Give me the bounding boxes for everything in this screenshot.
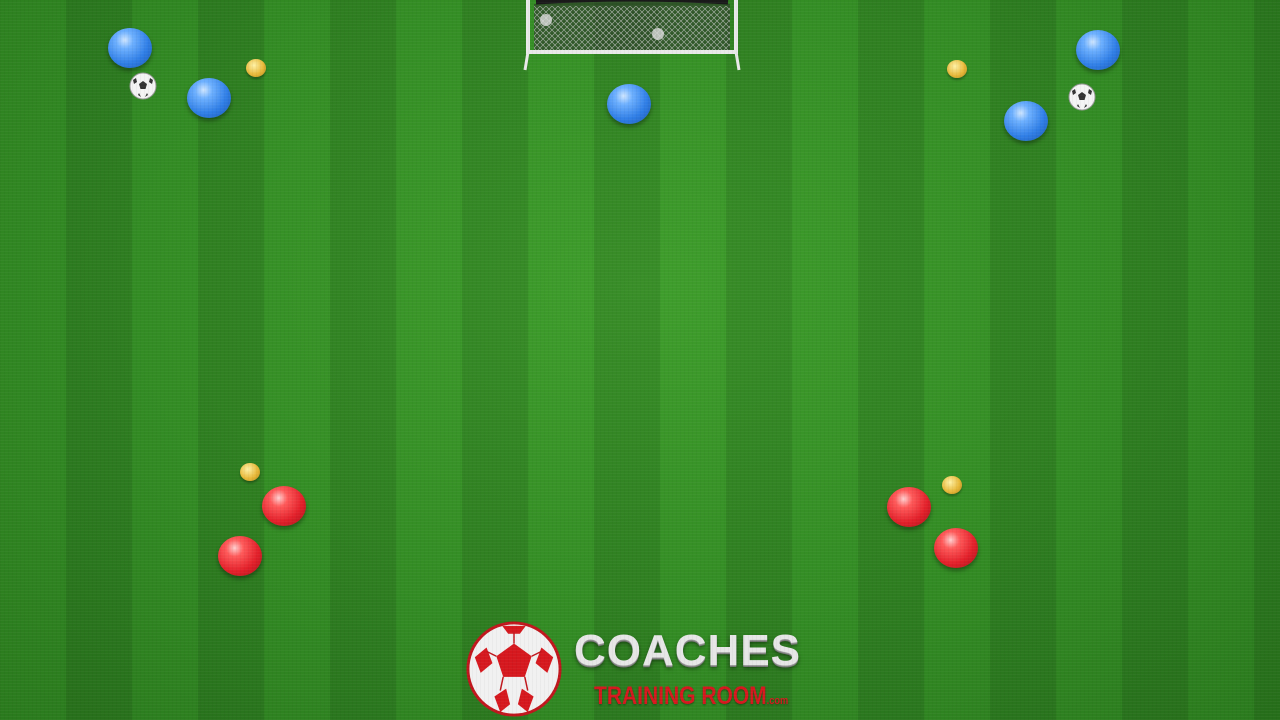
- soccer-ball-icon: [1068, 83, 1096, 111]
- disc-marker-icon: [947, 60, 967, 78]
- blue-cone: [1076, 30, 1120, 70]
- red-cone: [887, 487, 931, 527]
- soccer-ball-icon: [466, 621, 562, 717]
- blue-cone: [187, 78, 231, 118]
- logo-subtitle-tld: .com: [766, 695, 789, 707]
- red-cone: [218, 536, 262, 576]
- blue-cone: [607, 84, 651, 124]
- coaches-training-room-logo: COACHES TRAINING ROOM.com: [464, 620, 824, 720]
- disc-marker-icon: [942, 476, 962, 494]
- red-cone: [934, 528, 978, 568]
- goal-icon: [523, 0, 741, 71]
- logo-subtitle-text: TRAINING ROOM: [594, 682, 767, 710]
- disc-marker-icon: [246, 59, 266, 77]
- disc-marker-icon: [240, 463, 260, 481]
- logo-subtitle: TRAINING ROOM.com: [594, 682, 788, 711]
- blue-cone: [108, 28, 152, 68]
- blue-cone: [1004, 101, 1048, 141]
- soccer-ball-icon: [129, 72, 157, 100]
- red-cone: [262, 486, 306, 526]
- logo-title: COACHES: [574, 626, 802, 675]
